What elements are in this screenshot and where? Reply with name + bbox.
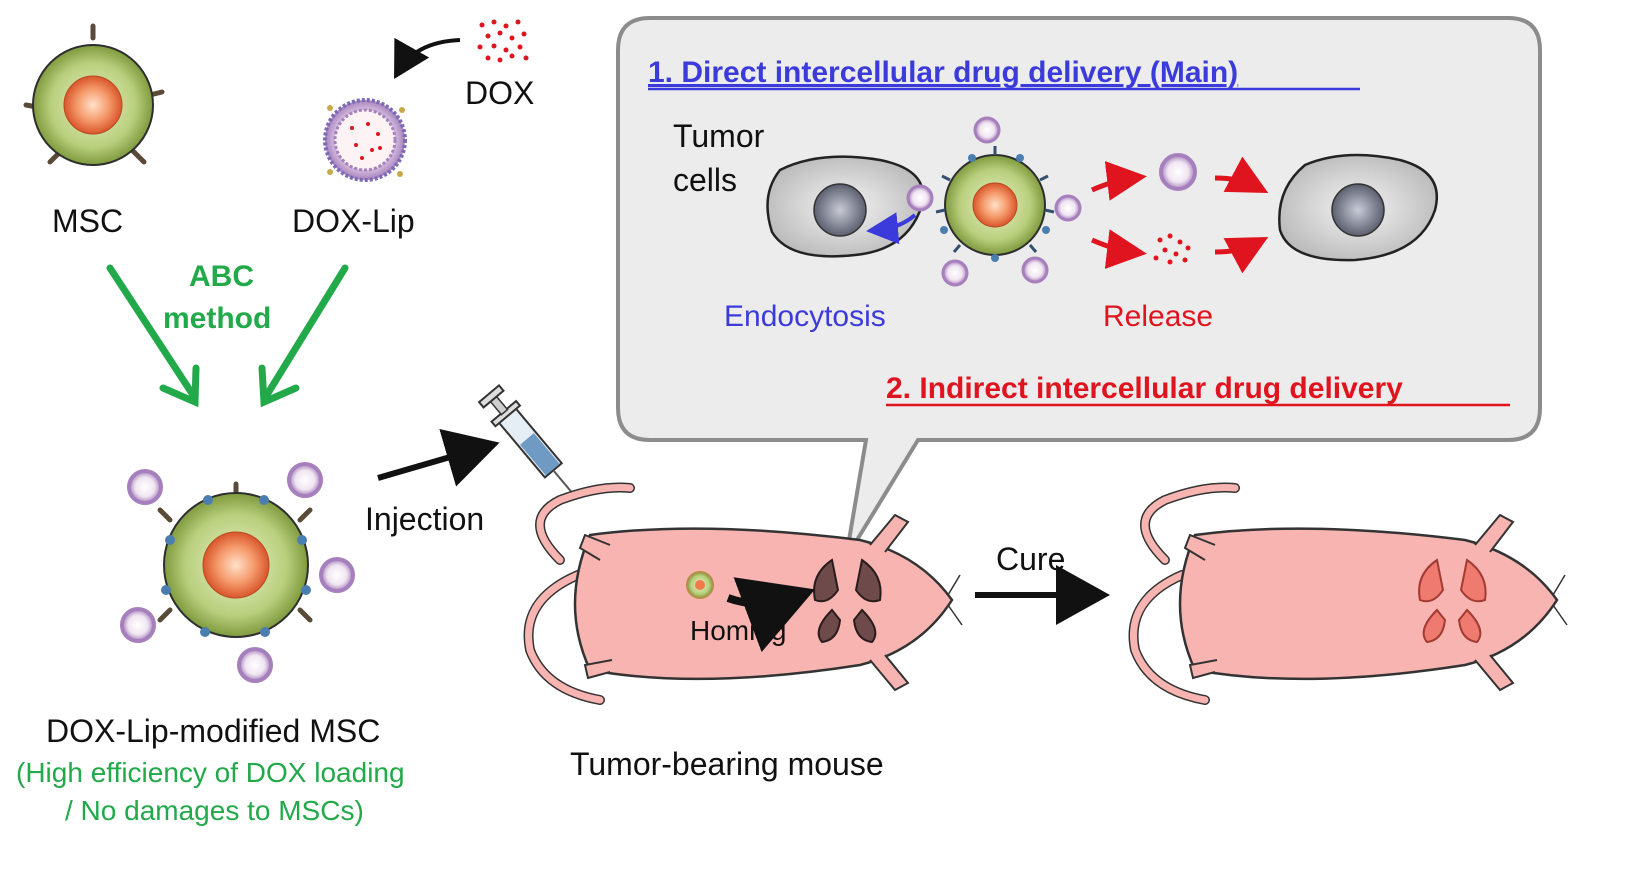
release-arrows bbox=[1091, 156, 1269, 274]
msc-cell bbox=[23, 23, 165, 166]
callout-msc-cell bbox=[935, 146, 1055, 262]
tumor-label-line2: cells bbox=[673, 162, 737, 198]
msc-label: MSC bbox=[52, 203, 123, 239]
note-line1: (High efficiency of DOX loading bbox=[16, 757, 405, 788]
cured-mouse-illustration bbox=[1128, 482, 1568, 705]
released-liposome bbox=[1159, 153, 1197, 191]
tumor-bearing-mouse-illustration bbox=[523, 482, 963, 705]
tumor-label-line1: Tumor bbox=[673, 118, 765, 154]
direct-delivery-title: 1. Direct intercellular drug delivery (M… bbox=[648, 56, 1238, 89]
syringe-icon bbox=[477, 383, 578, 499]
tumor-cell-right bbox=[1278, 153, 1438, 262]
note-line2: / No damages to MSCs) bbox=[65, 795, 364, 826]
callout-liposomes bbox=[906, 116, 1082, 287]
endocytosis-label: Endocytosis bbox=[724, 300, 886, 333]
modified-msc-liposomes bbox=[120, 462, 355, 683]
tumor-bearing-mouse-label: Tumor-bearing mouse bbox=[570, 746, 884, 782]
callout-box bbox=[616, 16, 1542, 560]
dox-label: DOX bbox=[465, 75, 534, 111]
injection-label: Injection bbox=[365, 501, 484, 537]
released-dox-dots bbox=[1153, 233, 1191, 265]
dox-dots bbox=[477, 19, 529, 63]
indirect-delivery-title: 2. Indirect intercellular drug delivery bbox=[886, 372, 1403, 405]
endocytosis-arrow bbox=[866, 212, 917, 245]
modified-msc-label: DOX-Lip-modified MSC bbox=[46, 713, 380, 749]
abc-label-line2: method bbox=[163, 302, 271, 335]
release-label: Release bbox=[1103, 300, 1213, 333]
dox-lip-liposome bbox=[323, 98, 407, 182]
abc-label-line1: ABC bbox=[189, 260, 254, 293]
abc-method-arrows bbox=[106, 264, 349, 408]
injection-arrow bbox=[377, 428, 500, 487]
dox-lip-label: DOX-Lip bbox=[292, 203, 415, 239]
modified-msc-cell bbox=[157, 481, 313, 638]
dox-to-lip-arrow bbox=[394, 37, 461, 79]
cure-label: Cure bbox=[996, 541, 1065, 577]
homing-label: Homing bbox=[690, 615, 786, 646]
